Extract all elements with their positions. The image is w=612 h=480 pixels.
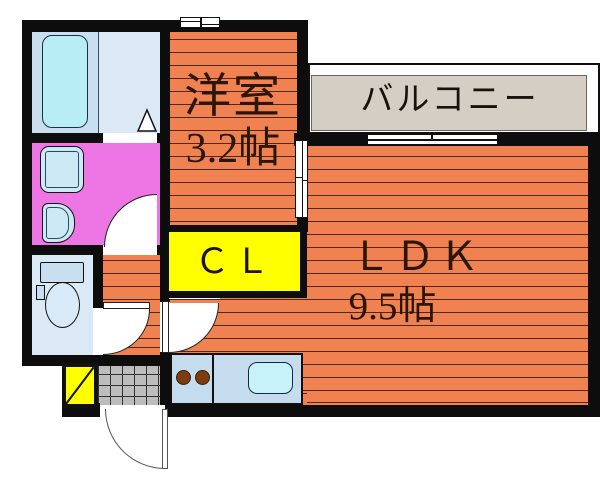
balcony-label: バルコニー xyxy=(360,82,540,118)
counter-divider xyxy=(212,355,214,403)
wall-washroom-bottom xyxy=(22,245,170,255)
shoe-cabinet-icon xyxy=(62,363,98,408)
ldk-label: ＬＤＫ xyxy=(351,234,483,279)
ldk-size: 9.5帖 xyxy=(348,285,437,328)
kitchen-counter xyxy=(170,353,303,405)
wall-left xyxy=(22,20,32,366)
toilet-tank-icon xyxy=(40,262,84,283)
balcony-floor xyxy=(311,75,587,131)
washing-machine-icon xyxy=(40,146,84,193)
western-room-size: 3.2帖 xyxy=(185,126,281,172)
shoe-cabinet-diagonal xyxy=(65,366,95,405)
bathroom-door-gap xyxy=(103,133,157,143)
bathroom-folding-door-icon xyxy=(136,108,158,132)
wall-bathroom-bottom xyxy=(22,133,170,143)
western-room-floor xyxy=(170,30,297,225)
ldk-door-leaf xyxy=(162,301,169,353)
wall-right xyxy=(588,133,600,417)
wall-toilet-right xyxy=(93,255,103,308)
casement-window-icon xyxy=(180,17,220,28)
wall-center-vertical-lower xyxy=(160,352,170,417)
toilet-door-gap xyxy=(93,308,103,355)
washbasin-icon xyxy=(42,203,75,243)
entrance-door-leaf xyxy=(162,409,168,469)
kitchen-sink-icon xyxy=(248,362,293,394)
entrance-tiles xyxy=(98,363,160,407)
ldk-floor xyxy=(307,146,588,405)
entrance-door-swing xyxy=(105,409,165,469)
wall-western-right-upper xyxy=(297,20,308,140)
toilet-handle-icon xyxy=(36,285,45,300)
toilet-bowl-icon xyxy=(45,282,80,328)
western-room-label: 洋室 xyxy=(184,71,282,123)
bathtub-icon xyxy=(42,35,88,128)
toilet-door-leaf xyxy=(103,302,150,309)
stove-burner-icon xyxy=(195,370,210,385)
washroom-door-gap xyxy=(103,245,157,255)
wall-center-vertical xyxy=(160,20,170,302)
balcony-sliding-window-icon xyxy=(368,134,497,145)
wall-hall-bottom xyxy=(22,355,170,366)
stove-burner-icon xyxy=(176,370,191,385)
closet-label: ＣＬ xyxy=(194,242,275,281)
wall-bottom xyxy=(165,405,600,417)
western-sliding-door-icon xyxy=(295,140,308,218)
closet-box: ＣＬ xyxy=(162,225,307,298)
